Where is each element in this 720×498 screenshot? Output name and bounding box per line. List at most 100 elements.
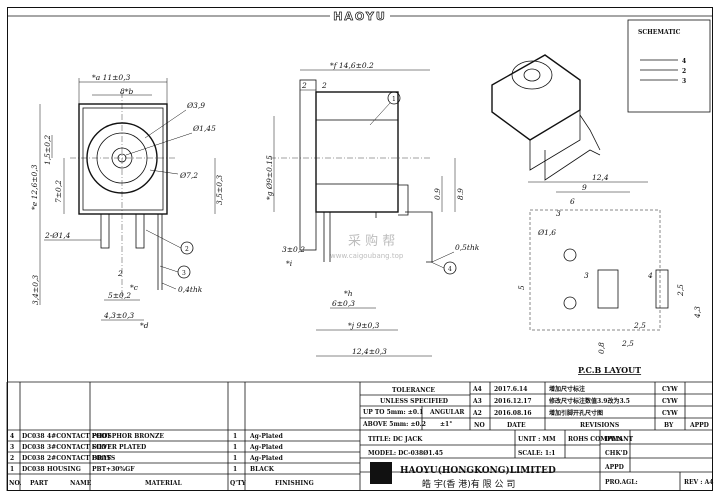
svg-text:Ag-Plated: Ag-Plated xyxy=(249,444,284,451)
svg-text:HOUSING: HOUSING xyxy=(47,466,81,473)
svg-text:HAOYU(HONGKONG)LIMITED: HAOYU(HONGKONG)LIMITED xyxy=(400,465,556,476)
isometric-view xyxy=(491,54,601,181)
dim-5: 5±0,2 xyxy=(108,291,131,300)
dim-145: Ø1,45 xyxy=(192,124,216,133)
svg-text:1: 1 xyxy=(233,444,237,451)
svg-text:2017.6.14: 2017.6.14 xyxy=(494,386,527,393)
bom-row-3: 3 DC038 3#CONTACT FOOT SILVER PLATED 1 A… xyxy=(10,444,284,451)
revision-table: A4 2017.6.14 增加尺寸标注 CYW A3 2016.12.17 修改… xyxy=(470,382,713,430)
dim-f: *f 14,6±0.2 xyxy=(330,61,374,70)
svg-text:APPD: APPD xyxy=(604,464,624,471)
svg-text:CYW: CYW xyxy=(662,386,678,393)
svg-text:增加引脚开孔尺寸图: 增加引脚开孔尺寸图 xyxy=(549,409,603,417)
svg-text:ANGULAR: ANGULAR xyxy=(429,409,465,416)
svg-text:P.C.B LAYOUT: P.C.B LAYOUT xyxy=(578,365,641,375)
svg-text:Ag-Plated: Ag-Plated xyxy=(249,433,284,440)
dim-h: *h xyxy=(344,289,353,298)
svg-text:1: 1 xyxy=(10,466,14,473)
svg-text:A4: A4 xyxy=(472,386,482,393)
dim-2: 2 xyxy=(117,269,123,278)
svg-text:DC038: DC038 xyxy=(22,466,45,473)
svg-text:FINISHING: FINISHING xyxy=(275,480,314,487)
side-view: *f 14,6±0.2 2 2 *g Ø9±0.15 0.9 8.9 3±0,2… xyxy=(265,61,480,357)
svg-text:ABOVE 5mm: ±0.2: ABOVE 5mm: ±0.2 xyxy=(362,421,426,428)
svg-text:增加尺寸标注: 增加尺寸标注 xyxy=(549,385,585,393)
bom-header: NO. PART NAME MATERIAL Q'TY FINISHING xyxy=(9,480,314,487)
dim-6: 6±0,3 xyxy=(332,299,355,308)
dim-2a: 2 xyxy=(301,81,307,90)
svg-text:NAME: NAME xyxy=(70,480,92,487)
svg-text:皓 宇(香 港)有 限 公 司: 皓 宇(香 港)有 限 公 司 xyxy=(422,478,515,490)
svg-text:REVISIONS: REVISIONS xyxy=(580,422,619,429)
svg-text:2,5: 2,5 xyxy=(621,339,634,348)
svg-text:PART: PART xyxy=(30,480,49,487)
svg-text:A3: A3 xyxy=(472,398,482,405)
dim-89: 8.9 xyxy=(456,188,465,200)
svg-text:PBT+30%GF: PBT+30%GF xyxy=(92,466,135,473)
bom-row-4: 4 DC038 4#CONTACT FOOT PHOSPHOR BRONZE 1… xyxy=(10,433,284,440)
company-logo xyxy=(370,462,392,484)
dim-3: 3±0,2 xyxy=(282,245,305,254)
header-brand: HAOYU xyxy=(7,10,713,23)
svg-text:DC038: DC038 xyxy=(22,433,45,440)
watermark: 采 购 帮 www.caigoubang.top xyxy=(330,233,404,260)
svg-text:12,4: 12,4 xyxy=(592,173,609,182)
title-block: TITLE: DC JACK MODEL: DC-038Ø1.45 UNIT :… xyxy=(360,430,713,491)
svg-text:2,5: 2,5 xyxy=(633,321,646,330)
dim-7: 7±0,2 xyxy=(54,180,63,203)
svg-text:BLACK: BLACK xyxy=(250,466,275,473)
svg-text:BY: BY xyxy=(664,422,674,429)
dim-b: 8*b xyxy=(120,87,134,96)
svg-text:1: 1 xyxy=(233,466,237,473)
svg-text:2#CONTACT FOOT: 2#CONTACT FOOT xyxy=(47,455,112,462)
balloon-2: 2 xyxy=(185,246,189,253)
svg-text:SILVER PLATED: SILVER PLATED xyxy=(92,444,146,451)
svg-text:2,5: 2,5 xyxy=(676,284,685,297)
svg-text:修改尺寸标注数值3.9改为3.5: 修改尺寸标注数值3.9改为3.5 xyxy=(548,397,630,405)
svg-text:6: 6 xyxy=(570,197,575,206)
balloon-3: 3 xyxy=(182,270,186,277)
svg-text:4: 4 xyxy=(682,58,686,65)
svg-text:DC038: DC038 xyxy=(22,444,45,451)
dim-2-14: 2-Ø1,4 xyxy=(44,231,71,240)
svg-text:ROHS COMPLIANT: ROHS COMPLIANT xyxy=(568,436,634,443)
svg-text:UNIT : MM: UNIT : MM xyxy=(518,436,556,443)
svg-text:4#CONTACT FOOT: 4#CONTACT FOOT xyxy=(47,433,112,440)
svg-text:DC038: DC038 xyxy=(22,455,45,462)
svg-text:4: 4 xyxy=(10,433,14,440)
svg-text:SCALE: 1:1: SCALE: 1:1 xyxy=(518,450,555,457)
svg-text:DATE: DATE xyxy=(507,422,526,429)
svg-text:Ø1,6: Ø1,6 xyxy=(537,228,556,237)
dim-124: 12,4±0,3 xyxy=(352,347,387,356)
svg-text:A2: A2 xyxy=(472,410,482,417)
svg-text:CYW: CYW xyxy=(662,410,678,417)
svg-text:UP TO 5mm: ±0.1: UP TO 5mm: ±0.1 xyxy=(363,409,423,416)
dim-35: 3,5±0,3 xyxy=(215,175,224,205)
svg-text:2: 2 xyxy=(10,455,14,462)
svg-text:2016.12.17: 2016.12.17 xyxy=(494,398,532,405)
svg-text:SCHEMATIC: SCHEMATIC xyxy=(638,29,681,36)
svg-text:1: 1 xyxy=(233,433,237,440)
dim-04thk: 0,4thk xyxy=(178,285,203,294)
dim-d: *d xyxy=(140,321,149,330)
svg-text:BRASS: BRASS xyxy=(92,455,115,462)
dim-05thk: 0,5thk xyxy=(455,243,480,252)
svg-text:HAOYU: HAOYU xyxy=(333,10,387,23)
dim-39: Ø3,9 xyxy=(186,101,205,110)
schematic-box: SCHEMATIC 4 2 3 xyxy=(627,19,711,113)
bom-row-1: 1 DC038 HOUSING PBT+30%GF 1 BLACK xyxy=(10,466,275,473)
dim-i: *i xyxy=(286,259,293,268)
dim-a: *a 11±0,3 xyxy=(92,73,131,82)
svg-text:Ag-Plated: Ag-Plated xyxy=(249,455,284,462)
svg-text:±1°: ±1° xyxy=(440,421,452,428)
svg-text:MATERIAL: MATERIAL xyxy=(145,480,182,487)
svg-text:NO.: NO. xyxy=(9,480,21,487)
dim-e: *e 12,6±0,3 xyxy=(30,164,39,210)
svg-text:5: 5 xyxy=(517,285,526,290)
dim-2b: 2 xyxy=(321,81,327,90)
bom-row-2: 2 DC038 2#CONTACT FOOT BRASS 1 Ag-Plated xyxy=(10,455,284,462)
svg-text:CYW: CYW xyxy=(662,398,678,405)
svg-text:3: 3 xyxy=(556,209,561,218)
tolerance-block: TOLERANCE UNLESS SPECIFIED UP TO 5mm: ±0… xyxy=(360,382,713,431)
